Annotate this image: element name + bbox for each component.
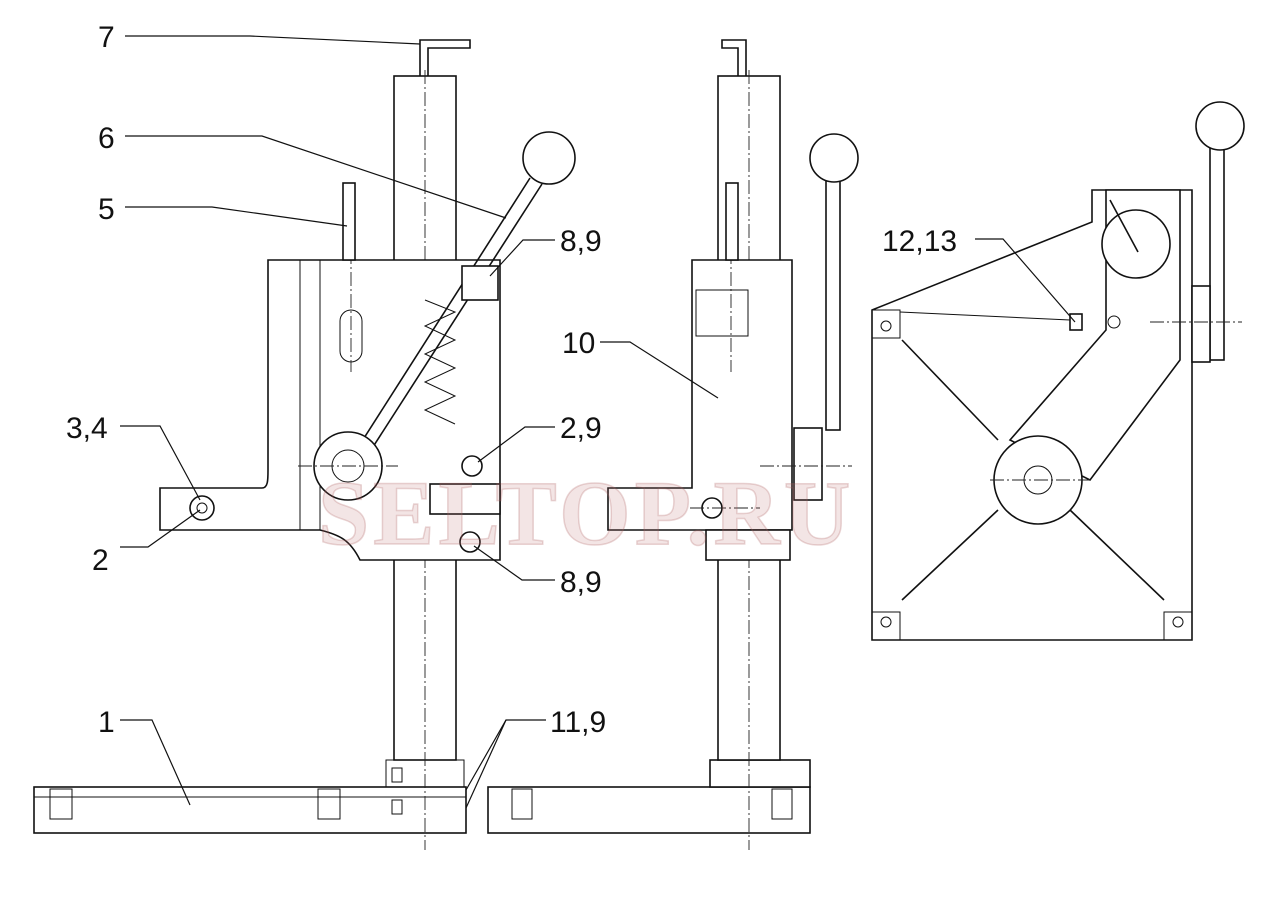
callout-8-9-bottom: 8,9 xyxy=(560,566,602,599)
callout-7: 7 xyxy=(98,21,115,54)
callout-3-4: 3,4 xyxy=(66,412,108,445)
callout-8-9-top: 8,9 xyxy=(560,225,602,258)
top-view xyxy=(871,101,1245,641)
callout-12-13: 12,13 xyxy=(882,225,957,258)
callout-6: 6 xyxy=(98,122,115,155)
callout-10: 10 xyxy=(562,327,595,360)
leader-lines xyxy=(120,35,1076,809)
callouts: 7 6 5 8,9 10 12,13 3,4 2,9 2 8,9 1 11,9 xyxy=(66,21,957,739)
front-view xyxy=(33,39,576,850)
side-view xyxy=(487,39,859,850)
callout-11-9: 11,9 xyxy=(550,706,606,739)
callout-2: 2 xyxy=(92,544,109,577)
callout-2-9: 2,9 xyxy=(560,412,602,445)
watermark: SELTOP.RU xyxy=(318,462,854,564)
callout-1: 1 xyxy=(98,706,115,739)
callout-5: 5 xyxy=(98,193,115,226)
